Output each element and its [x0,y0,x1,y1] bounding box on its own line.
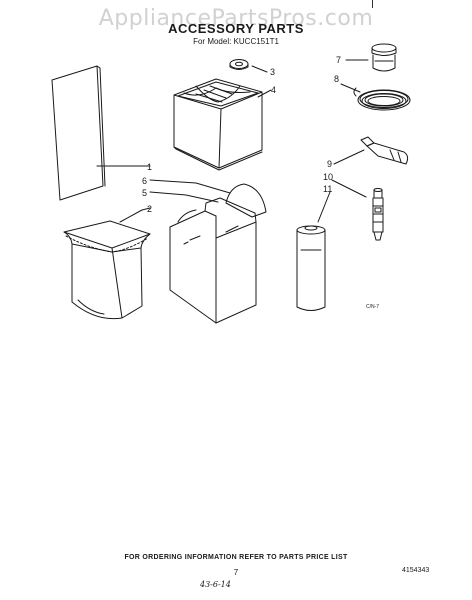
callout-9: 9 [327,159,332,169]
leader-6 [149,179,231,194]
part-3-ring [229,59,249,70]
callout-5: 5 [142,188,147,198]
callout-4: 4 [271,85,276,95]
leader-5 [149,191,219,203]
part-11-can [296,225,326,311]
leader-lines [96,59,369,223]
handwritten-date: 43-6-14 [200,580,231,589]
part-9-tube [360,136,409,165]
callout-numbers: 1 2 3 4 5 6 7 8 9 10 11 [142,55,341,214]
part-4-bin [173,78,263,171]
part-2-bag [63,220,151,320]
leader-9 [333,149,365,165]
callout-7: 7 [336,55,341,65]
leader-11 [317,191,331,223]
callout-2: 2 [147,204,152,214]
callout-8: 8 [334,74,339,84]
header-tick-mark [372,0,373,8]
ordering-note: FOR ORDERING INFORMATION REFER TO PARTS … [124,554,348,561]
document-number: 4154343 [402,567,430,574]
callout-3: 3 [270,67,275,77]
callout-10: 10 [323,172,333,182]
part-8-hose [353,87,411,111]
part-10-cartridge [372,188,384,241]
leader-8 [340,83,361,93]
part-1-panel [51,65,106,201]
page-number: 7 [233,568,239,577]
part-7-jar [371,43,397,72]
callout-11: 11 [323,184,332,194]
leader-4 [257,89,272,98]
part-6-lid [225,183,267,218]
part-5-insert [169,197,257,324]
model-line: For Model: KUCC151T1 [193,37,279,46]
figure-code: C/N-7 [366,304,380,310]
page-title: ACCESSORY PARTS [168,21,304,36]
watermark: AppliancePartsPros.com [98,6,374,31]
leader-10 [331,179,367,198]
callout-1: 1 [147,162,152,172]
leader-3 [251,65,268,73]
callout-6: 6 [142,176,147,186]
leader-2 [119,207,151,223]
